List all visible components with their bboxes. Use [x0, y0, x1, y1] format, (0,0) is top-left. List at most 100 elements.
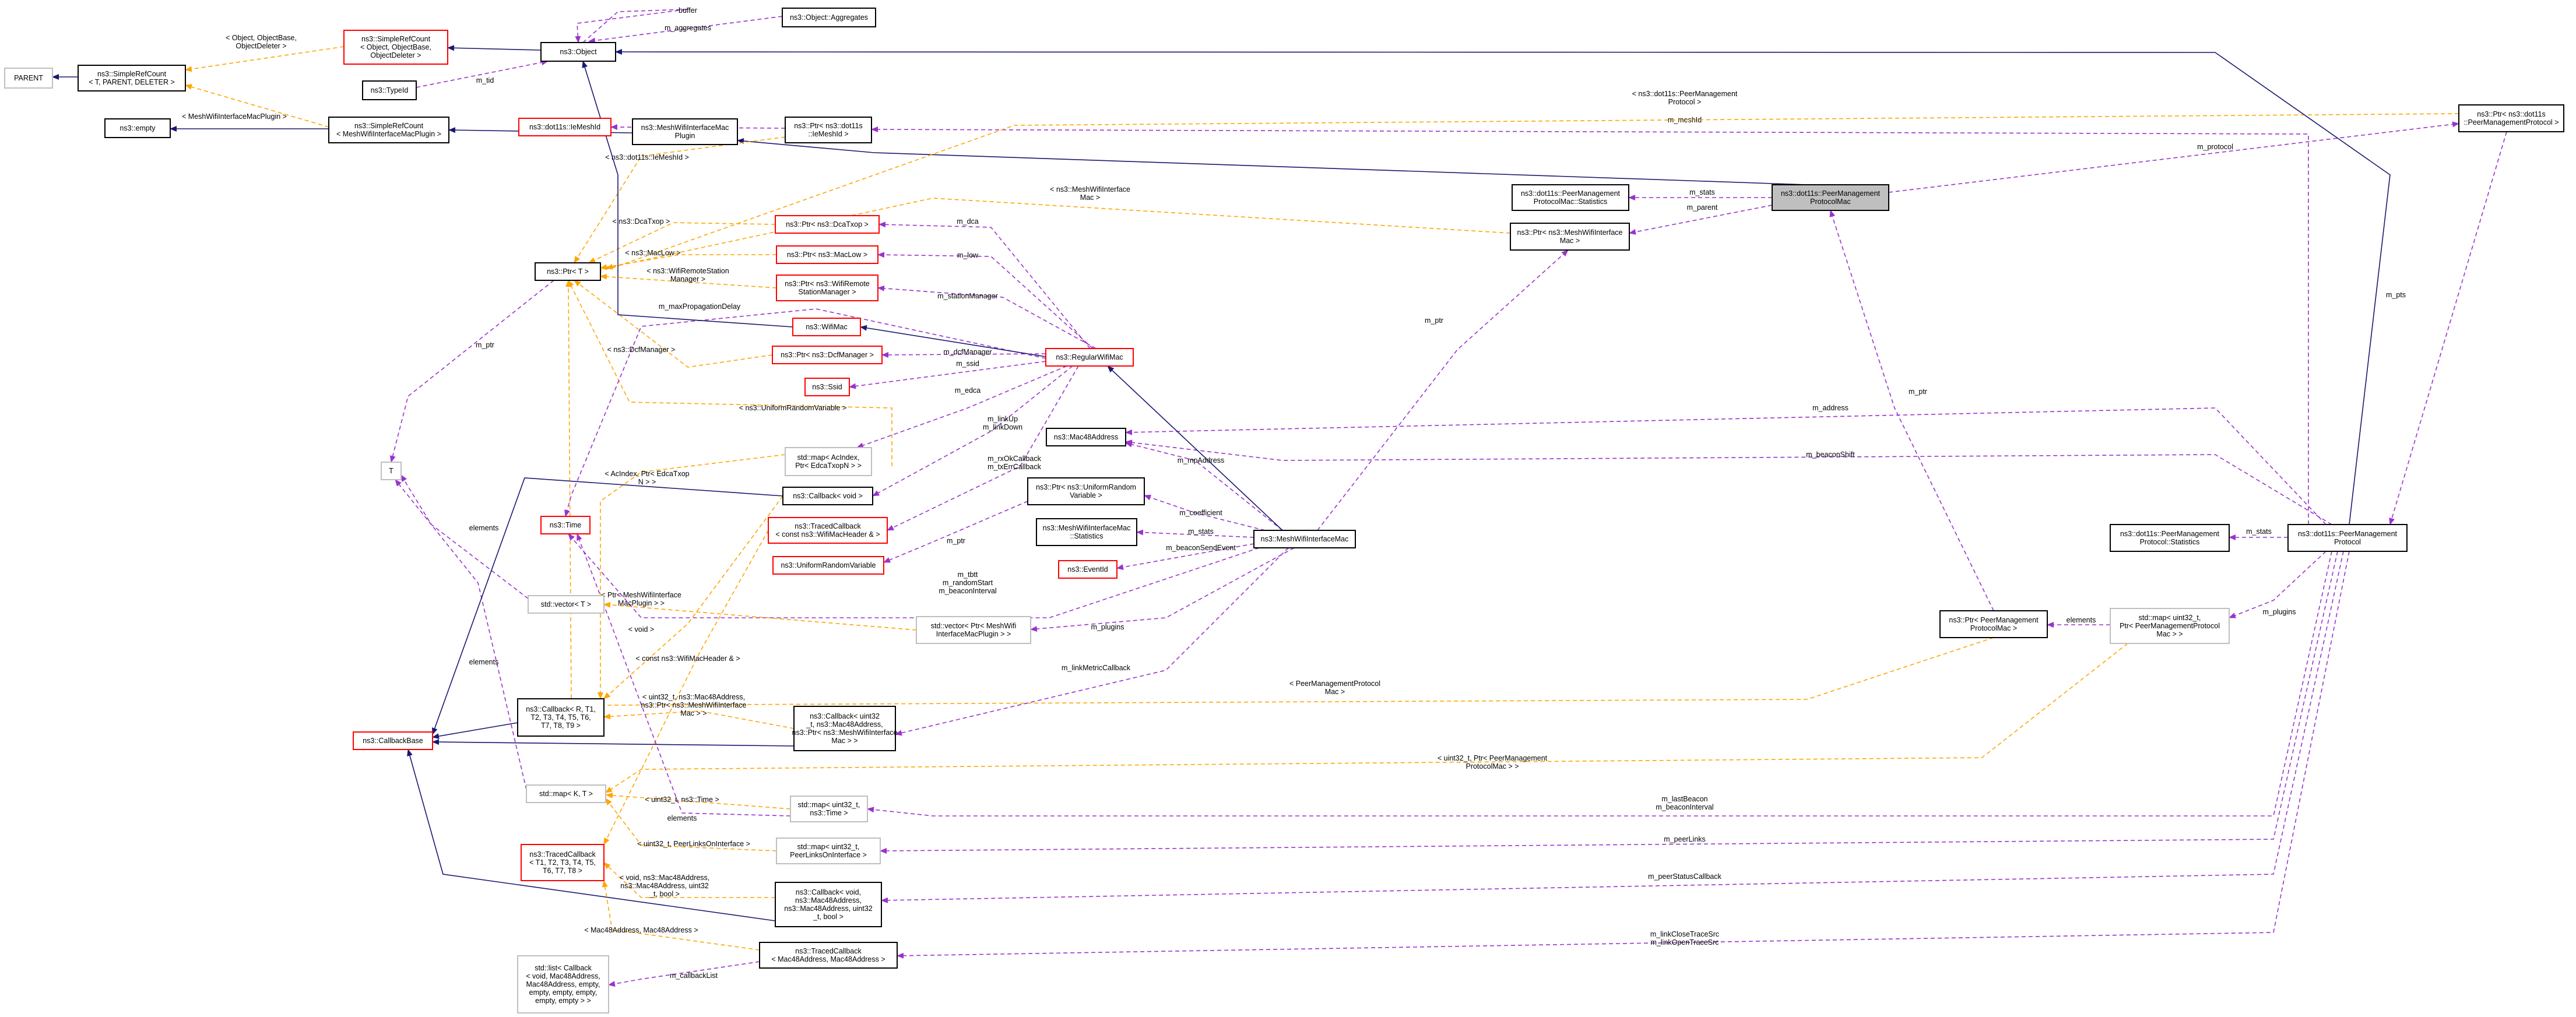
node-dot11s-imeshid[interactable]: ns3::dot11s::IeMeshId: [518, 118, 612, 136]
node-box[interactable]: [1772, 184, 1889, 211]
node-box[interactable]: [2458, 104, 2564, 132]
node-box[interactable]: [528, 595, 605, 614]
node-box[interactable]: [790, 796, 868, 822]
node-box[interactable]: [362, 80, 417, 100]
node-callback-void[interactable]: ns3::Callback< void >: [782, 487, 873, 505]
node-callback-uint32[interactable]: ns3::Callback< uint32_t, ns3::Mac48Addre…: [792, 706, 898, 751]
node-ptr-dcfmanager[interactable]: ns3::Ptr< ns3::DcfManager >: [772, 346, 883, 364]
node-box[interactable]: [776, 275, 878, 301]
node-statistics[interactable]: ns3::dot11s::PeerManagementProtocolMac::…: [1512, 184, 1629, 211]
node-box[interactable]: [343, 30, 448, 65]
node-box[interactable]: [535, 262, 601, 281]
node-callbackbase[interactable]: ns3::CallbackBase: [353, 731, 433, 750]
node-box[interactable]: [1058, 560, 1117, 579]
node-tracedcallback-mac[interactable]: ns3::TracedCallback< Mac48Address, Mac48…: [759, 942, 898, 969]
node-peer-statistics[interactable]: ns3::dot11s::PeerManagementProtocol::Sta…: [2110, 524, 2230, 552]
node-box[interactable]: [1512, 184, 1629, 211]
node-parent[interactable]: PARENT: [4, 68, 53, 89]
node-list-callback[interactable]: std::list< Callback< void, Mac48Address,…: [517, 955, 609, 1014]
node-object[interactable]: ns3::Object: [540, 42, 616, 62]
node-box[interactable]: [1939, 610, 2048, 638]
node-box[interactable]: [518, 118, 612, 136]
node-map-uint32-peer[interactable]: std::map< uint32_t,Ptr< PeerManagementPr…: [2110, 608, 2230, 644]
node-box[interactable]: [775, 215, 880, 234]
node-box[interactable]: [1510, 223, 1630, 251]
node-meshwifimac[interactable]: ns3::MeshWifiInterfaceMac: [1253, 530, 1356, 548]
node-box[interactable]: [792, 318, 861, 336]
node-box[interactable]: [916, 616, 1031, 644]
node-box[interactable]: [772, 346, 883, 364]
node-map-acindex[interactable]: std::map< AcIndex,Ptr< EdcaTxopN > >: [785, 447, 872, 476]
node-box[interactable]: [776, 837, 881, 864]
node-simplerefcount-generic[interactable]: ns3::SimpleRefCount< T, PARENT, DELETER …: [78, 65, 186, 92]
node-box[interactable]: [540, 42, 616, 62]
node-box[interactable]: [785, 117, 872, 143]
node-box[interactable]: [328, 117, 449, 143]
node-box[interactable]: [804, 378, 850, 396]
node-time[interactable]: ns3::Time: [540, 516, 591, 534]
node-callback-template[interactable]: ns3::Callback< R, T1,T2, T3, T4, T5, T6,…: [517, 698, 605, 737]
node-box[interactable]: [353, 731, 433, 750]
node-ptr-wifiremote[interactable]: ns3::Ptr< ns3::WifiRemoteStationManager …: [776, 275, 878, 301]
node-box[interactable]: [2287, 524, 2408, 552]
node-ptr-peer-protocol[interactable]: ns3::Ptr< ns3::dot11s::PeerManagementPro…: [2458, 104, 2564, 132]
node-map-uint32-links[interactable]: std::map< uint32_t,PeerLinksOnInterface …: [776, 837, 881, 864]
node-ssid[interactable]: ns3::Ssid: [804, 378, 850, 396]
node-box[interactable]: [785, 447, 872, 476]
node-box[interactable]: [776, 245, 878, 264]
node-mac48address[interactable]: ns3::Mac48Address: [1046, 428, 1126, 446]
node-eventid[interactable]: ns3::EventId: [1058, 560, 1117, 579]
node-box[interactable]: [1027, 477, 1145, 505]
node-box[interactable]: [759, 942, 898, 969]
node-ptr-dcatxop[interactable]: ns3::Ptr< ns3::DcaTxop >: [775, 215, 880, 234]
node-tracedcallback-template[interactable]: ns3::TracedCallback< T1, T2, T3, T4, T5,…: [521, 844, 605, 881]
node-simplerefcount-plugin[interactable]: ns3::SimpleRefCount< MeshWifiInterfaceMa…: [328, 117, 449, 143]
node-tracedcallback-header[interactable]: ns3::TracedCallback< const ns3::WifiMacH…: [768, 517, 888, 544]
node-box[interactable]: [782, 8, 876, 27]
node-box[interactable]: [768, 517, 888, 544]
node-box[interactable]: [381, 462, 402, 480]
node-empty[interactable]: ns3::empty: [104, 118, 171, 138]
node-ptr-meshwifi[interactable]: ns3::Ptr< ns3::MeshWifiInterfaceMac >: [1510, 223, 1630, 251]
node-uniformrandom[interactable]: ns3::UniformRandomVariable: [772, 556, 884, 575]
node-box[interactable]: [4, 68, 53, 89]
node-box[interactable]: [1036, 518, 1137, 546]
node-ptr-maclow[interactable]: ns3::Ptr< ns3::MacLow >: [776, 245, 878, 264]
node-box[interactable]: [2110, 608, 2230, 644]
node-simplerefcount-object[interactable]: ns3::SimpleRefCount< Object, ObjectBase,…: [343, 30, 448, 65]
node-box[interactable]: [772, 556, 884, 575]
node-box[interactable]: [2110, 524, 2230, 552]
node-plugin[interactable]: ns3::MeshWifiInterfaceMacPlugin: [632, 118, 738, 145]
node-box[interactable]: [526, 784, 606, 803]
node-box[interactable]: [78, 65, 186, 92]
node-ptr-imeshid[interactable]: ns3::Ptr< ns3::dot11s::IeMeshId >: [785, 117, 872, 143]
node-regularwifimac[interactable]: ns3::RegularWifiMac: [1045, 348, 1134, 367]
node-vector-t[interactable]: std::vector< T >: [528, 595, 605, 614]
node-ptr-uniformrandom[interactable]: ns3::Ptr< ns3::UniformRandomVariable >: [1027, 477, 1145, 505]
node-vector-plugin[interactable]: std::vector< Ptr< MeshWifiInterfaceMacPl…: [916, 616, 1031, 644]
node-typeid[interactable]: ns3::TypeId: [362, 80, 417, 100]
node-meshwifi-statistics[interactable]: ns3::MeshWifiInterfaceMac::Statistics: [1036, 518, 1137, 546]
node-callback-void-mac[interactable]: ns3::Callback< void,ns3::Mac48Address,ns…: [775, 882, 882, 927]
node-box[interactable]: [793, 706, 896, 751]
node-box[interactable]: [782, 487, 873, 505]
node-box[interactable]: [517, 955, 609, 1014]
node-box[interactable]: [775, 882, 882, 927]
node-box[interactable]: [1045, 348, 1134, 367]
node-ptr-t[interactable]: ns3::Ptr< T >: [535, 262, 601, 281]
node-box[interactable]: [1046, 428, 1126, 446]
node-map-uint32-time[interactable]: std::map< uint32_t,ns3::Time >: [790, 796, 868, 822]
node-aggregates[interactable]: ns3::Object::Aggregates: [782, 8, 876, 27]
node-box[interactable]: [540, 516, 591, 534]
node-peer-protocol[interactable]: ns3::dot11s::PeerManagementProtocol: [2287, 524, 2408, 552]
node-t[interactable]: T: [381, 462, 402, 480]
node-wifimac[interactable]: ns3::WifiMac: [792, 318, 861, 336]
node-box[interactable]: [104, 118, 171, 138]
node-box[interactable]: [517, 698, 605, 737]
node-map-kt[interactable]: std::map< K, T >: [526, 784, 606, 803]
node-box[interactable]: [521, 844, 605, 881]
node-box[interactable]: [632, 118, 738, 145]
node-box[interactable]: [1253, 530, 1356, 548]
